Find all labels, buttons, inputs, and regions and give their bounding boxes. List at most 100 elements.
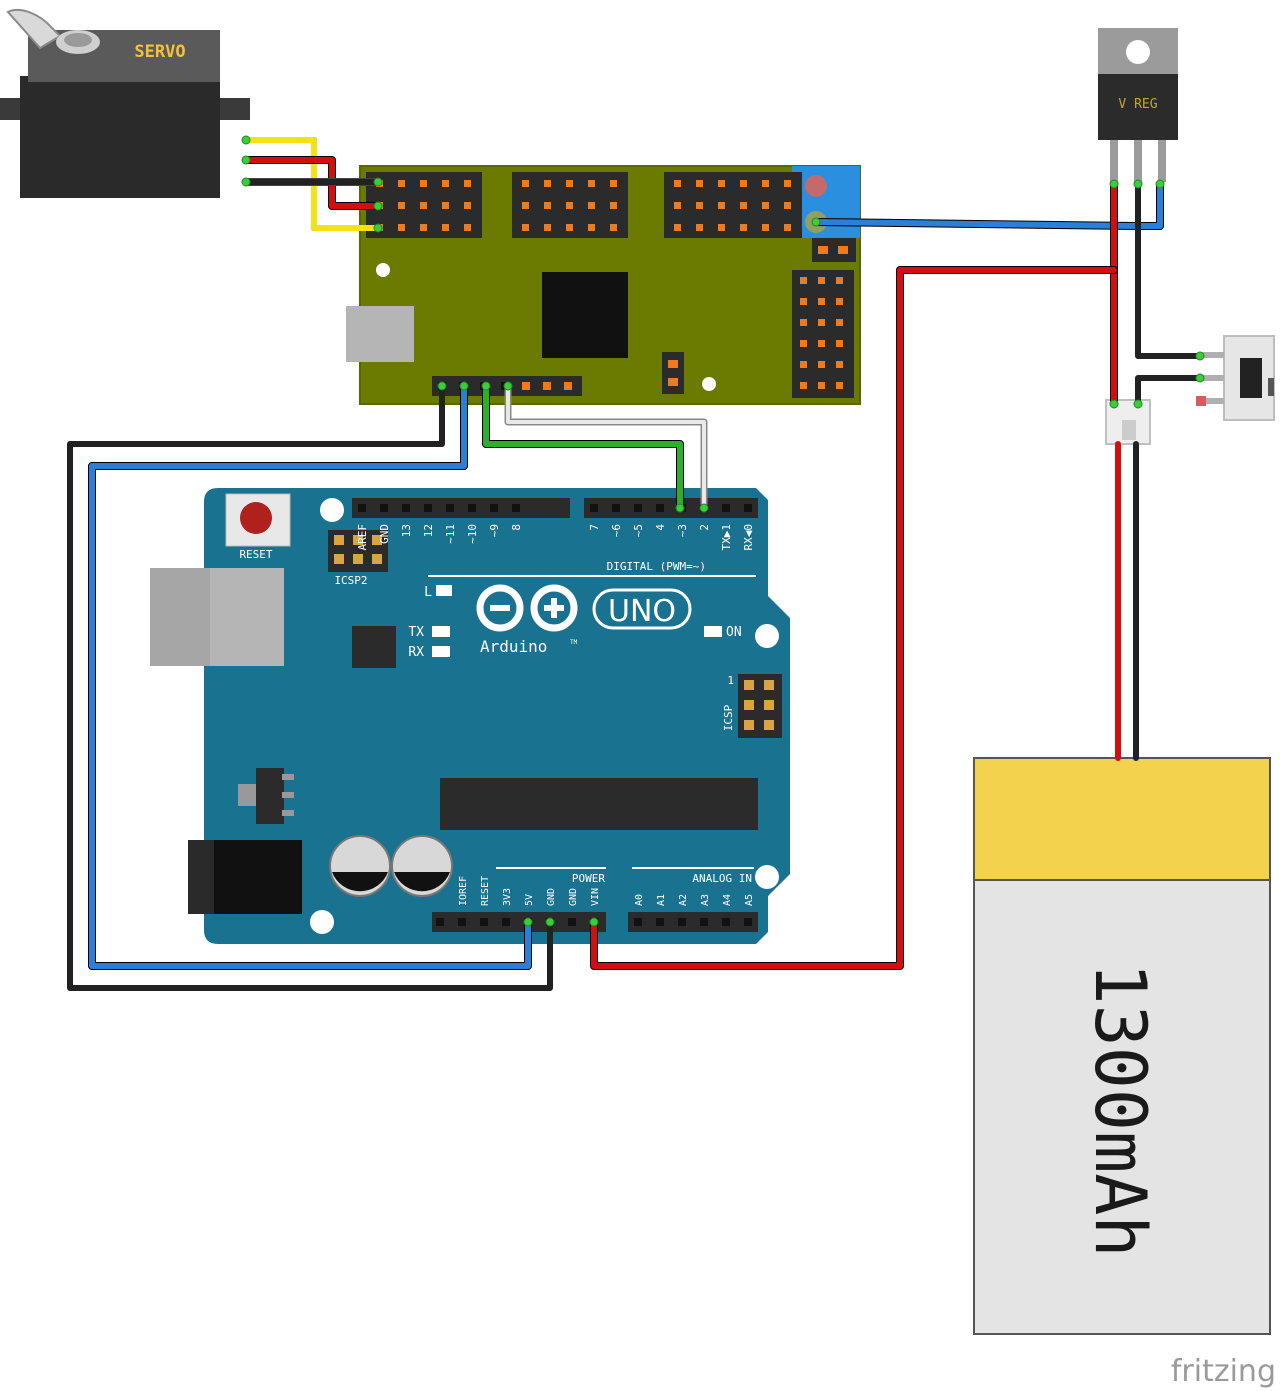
digital-pin bbox=[656, 504, 664, 512]
slide-switch[interactable] bbox=[1196, 335, 1275, 421]
header-pin bbox=[674, 180, 681, 187]
header-pin bbox=[566, 202, 573, 209]
header-pin bbox=[836, 361, 843, 368]
wire-serial-rx bbox=[506, 384, 706, 510]
header-pin bbox=[800, 298, 807, 305]
wires bbox=[67, 137, 1203, 991]
screw-terminal[interactable] bbox=[792, 166, 860, 238]
servo-pin-headers[interactable] bbox=[366, 172, 802, 238]
digital-pin bbox=[424, 504, 432, 512]
header-pin bbox=[818, 277, 825, 284]
header-pin bbox=[564, 382, 572, 390]
digital-pin-label: AREF bbox=[356, 524, 369, 551]
wire-5v-loop bbox=[89, 383, 531, 969]
header-pin bbox=[588, 224, 595, 231]
servo-controller-board bbox=[346, 165, 861, 405]
connection-dot bbox=[675, 503, 685, 513]
digital-pin bbox=[634, 504, 642, 512]
header-pin bbox=[522, 382, 530, 390]
power-pin-label: VIN bbox=[590, 888, 601, 906]
power-pin-label: GND bbox=[546, 888, 557, 906]
header-pin bbox=[610, 202, 617, 209]
header-pin bbox=[818, 361, 825, 368]
header-pin bbox=[696, 202, 703, 209]
servo-motor: SERVO bbox=[0, 9, 250, 198]
analog-header[interactable] bbox=[628, 912, 758, 932]
led-on bbox=[704, 626, 722, 637]
power-pin-label: GND bbox=[568, 888, 579, 906]
header-pin bbox=[398, 180, 405, 187]
digital-pin bbox=[402, 504, 410, 512]
header-pin bbox=[696, 180, 703, 187]
digital-pin-label: ~3 bbox=[676, 524, 689, 537]
connection-dot bbox=[699, 503, 709, 513]
power-header-label: POWER bbox=[572, 872, 605, 885]
power-pin bbox=[568, 918, 576, 926]
header-pin bbox=[836, 382, 843, 389]
header-pin bbox=[740, 202, 747, 209]
connection-dot bbox=[241, 177, 251, 187]
power-header[interactable] bbox=[432, 912, 606, 932]
header-pin bbox=[800, 319, 807, 326]
wire-ground-loop bbox=[67, 383, 553, 991]
header-pin bbox=[566, 180, 573, 187]
trademark: TM bbox=[570, 639, 578, 646]
header-pin bbox=[818, 319, 825, 326]
digital-pin bbox=[468, 504, 476, 512]
power-pin bbox=[480, 918, 488, 926]
digital-pin-label: RX◀0 bbox=[742, 524, 755, 551]
regulator-label: V REG bbox=[1118, 97, 1157, 112]
servo-header-block bbox=[664, 172, 802, 238]
header-pin bbox=[762, 202, 769, 209]
header-pin bbox=[696, 224, 703, 231]
connection-dot bbox=[589, 917, 599, 927]
analog-pin bbox=[678, 918, 686, 926]
power-pin bbox=[436, 918, 444, 926]
connection-dot bbox=[1109, 179, 1119, 189]
digital-pin-label: TX▶1 bbox=[720, 524, 733, 551]
icsp-pin bbox=[744, 680, 754, 690]
analog-pin-label: A2 bbox=[678, 894, 689, 906]
digital-header-low[interactable] bbox=[584, 498, 758, 518]
header-pin bbox=[420, 202, 427, 209]
analog-pin-label: A0 bbox=[634, 894, 645, 906]
connection-dot bbox=[811, 217, 821, 227]
servo-label: SERVO bbox=[134, 42, 185, 62]
battery-capacity: 1300mAh bbox=[1079, 962, 1161, 1257]
icsp-pin bbox=[764, 680, 774, 690]
header-pin bbox=[522, 224, 529, 231]
connection-dot bbox=[1195, 351, 1205, 361]
digital-pin bbox=[612, 504, 620, 512]
capacitor bbox=[391, 835, 453, 897]
header-pin bbox=[818, 382, 825, 389]
header-pin bbox=[464, 202, 471, 209]
atmega-chip bbox=[440, 778, 758, 830]
digital-pin-label: ~5 bbox=[632, 524, 645, 537]
digital-header-label: DIGITAL (PWM=~) bbox=[607, 560, 706, 573]
icsp2-pin bbox=[353, 554, 363, 564]
power-pin-label: 5V bbox=[524, 894, 535, 906]
digital-pin bbox=[512, 504, 520, 512]
icsp-pin1-label: 1 bbox=[727, 674, 734, 687]
analog-pin-label: A5 bbox=[744, 894, 755, 906]
digital-header-high[interactable] bbox=[352, 498, 570, 518]
connection-dot bbox=[459, 381, 469, 391]
connection-dot bbox=[523, 917, 533, 927]
power-pin-label: IOREF bbox=[458, 876, 469, 906]
arduino-model: UNO bbox=[608, 594, 676, 629]
side-pin-headers[interactable] bbox=[792, 270, 854, 398]
header-pin bbox=[442, 180, 449, 187]
arduino-uno: RESET ICSP2 L TX RX bbox=[150, 488, 790, 944]
power-pin-label: 3V3 bbox=[502, 888, 513, 906]
digital-pin-label: ~11 bbox=[444, 524, 457, 544]
jumper-header[interactable] bbox=[662, 352, 684, 394]
usb-port[interactable] bbox=[346, 306, 414, 362]
uno-badge bbox=[592, 588, 692, 630]
fritzing-watermark: fritzing bbox=[1171, 1354, 1276, 1389]
connection-dot bbox=[437, 381, 447, 391]
led-rx-label: RX bbox=[408, 645, 424, 660]
header-pin bbox=[398, 202, 405, 209]
switch-slider[interactable] bbox=[1240, 358, 1262, 398]
digital-pin-label: ~9 bbox=[488, 524, 501, 537]
